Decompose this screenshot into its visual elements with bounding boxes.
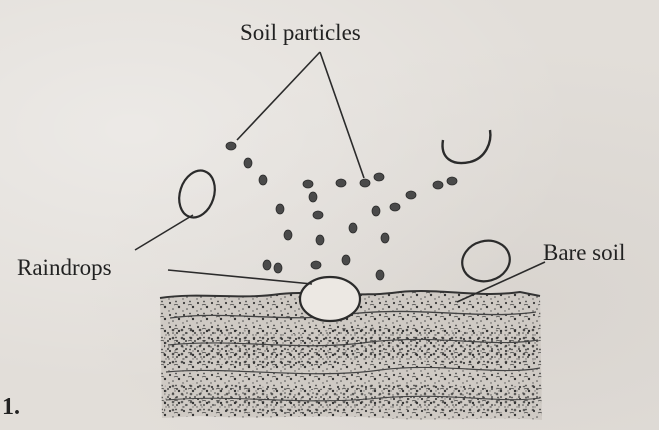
raindrop-left bbox=[173, 166, 220, 222]
leader-lines bbox=[135, 52, 545, 302]
soil-particles-group bbox=[226, 142, 457, 280]
leader-raindrops-up bbox=[135, 215, 193, 250]
figure-number: 1. bbox=[2, 395, 20, 419]
label-raindrops: Raindrops bbox=[17, 256, 112, 279]
raindrop-arc bbox=[443, 130, 491, 163]
leader-raindrops-across bbox=[168, 270, 312, 284]
label-soil-particles: Soil particles bbox=[240, 21, 361, 44]
leader-soil-particles-left bbox=[237, 52, 320, 140]
raindrop-right bbox=[458, 235, 515, 286]
label-bare-soil: Bare soil bbox=[543, 241, 625, 264]
leader-soil-particles-right bbox=[320, 52, 364, 178]
